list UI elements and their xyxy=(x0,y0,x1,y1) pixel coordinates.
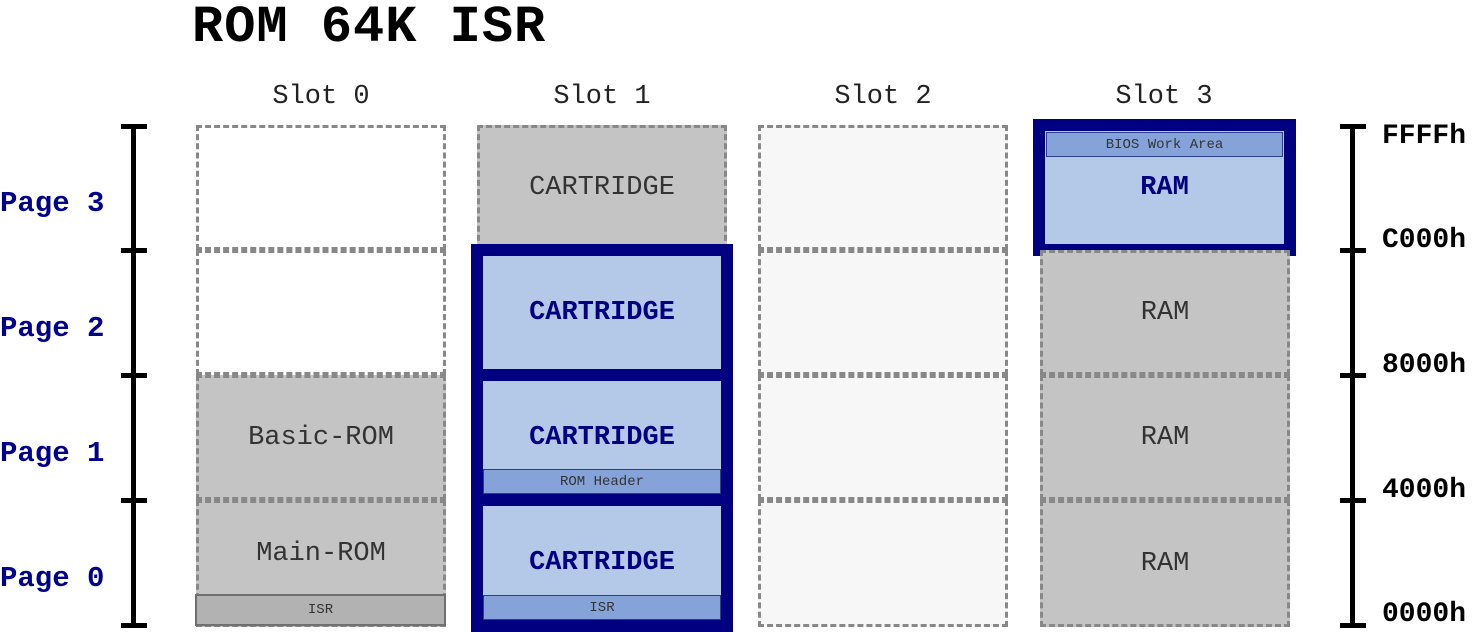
page-2-label: Page 2 xyxy=(0,312,105,345)
address-axis-tick xyxy=(1340,248,1366,253)
page-axis-tick xyxy=(121,248,147,253)
page-axis-tick xyxy=(121,498,147,503)
page-0-label: Page 0 xyxy=(0,562,105,595)
diagram-title: ROM 64K ISR xyxy=(192,0,547,57)
slot1-page3-cell: CARTRIDGE xyxy=(477,125,727,250)
page-axis-tick xyxy=(121,373,147,378)
page-1-label: Page 1 xyxy=(0,437,105,470)
slot1-rom-header-block: ROM Header xyxy=(483,469,721,494)
address-ffff-label: FFFFh xyxy=(1382,121,1467,152)
slot0-page1-cell: Basic-ROM xyxy=(196,375,446,500)
address-c000-label: C000h xyxy=(1382,225,1467,256)
slot2-page0-cell xyxy=(758,500,1008,627)
slot-3-label: Slot 3 xyxy=(1115,82,1213,112)
slot0-page2-cell xyxy=(196,250,446,375)
slot0-isr-block: ISR xyxy=(195,594,446,626)
slot2-page3-cell xyxy=(758,125,1008,250)
slot2-page1-cell xyxy=(758,375,1008,500)
address-axis-tick xyxy=(1340,623,1366,628)
slot3-page0-cell: RAM xyxy=(1040,500,1290,627)
address-axis-tick xyxy=(1340,498,1366,503)
slot3-bios-work-area-block: BIOS Work Area xyxy=(1046,132,1283,157)
slot2-page2-cell xyxy=(758,250,1008,375)
slot0-page3-cell xyxy=(196,125,446,250)
slot-1-label: Slot 1 xyxy=(553,82,651,112)
page-axis-tick xyxy=(121,623,147,628)
page-axis-tick xyxy=(121,124,147,129)
address-8000-label: 8000h xyxy=(1382,350,1467,381)
slot-2-label: Slot 2 xyxy=(834,82,932,112)
address-axis-tick xyxy=(1340,373,1366,378)
address-4000-label: 4000h xyxy=(1382,475,1467,506)
address-0000-label: 0000h xyxy=(1382,599,1467,630)
page-3-label: Page 3 xyxy=(0,187,105,220)
slot3-page2-cell: RAM xyxy=(1040,250,1290,375)
address-axis-tick xyxy=(1340,124,1366,129)
slot1-page2-selected-cell: CARTRIDGE xyxy=(471,244,733,381)
slot1-isr-block: ISR xyxy=(483,595,721,620)
slot-0-label: Slot 0 xyxy=(272,82,370,112)
slot3-page1-cell: RAM xyxy=(1040,375,1290,500)
